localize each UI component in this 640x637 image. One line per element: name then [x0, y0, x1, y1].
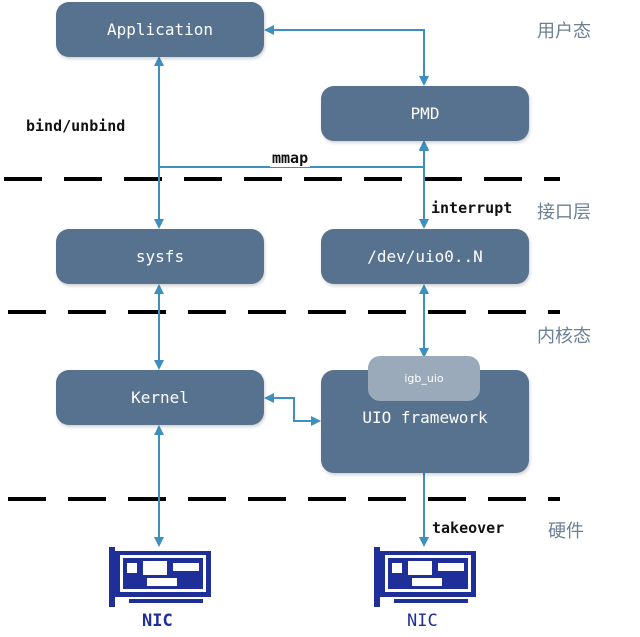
- arrow-application-pmd: [264, 25, 429, 86]
- nic-card-left-icon: [109, 547, 211, 607]
- layer-label-kernel: 内核态: [537, 326, 591, 347]
- uio-framework-label: UIO framework: [362, 408, 488, 427]
- nic-left-label: NIC: [142, 611, 173, 631]
- kernel-label: Kernel: [131, 388, 189, 407]
- layer-label-user: 用户态: [537, 21, 591, 42]
- bind-unbind-label: bind/unbind: [24, 117, 128, 135]
- pmd-label: PMD: [410, 104, 440, 123]
- igb-uio-label: igb_uio: [404, 372, 444, 385]
- layer-label-hardware: 硬件: [548, 521, 584, 542]
- nic-right-label: NIC: [407, 611, 438, 631]
- mmap-label: mmap: [270, 149, 311, 167]
- igb-uio-pill: igb_uio: [368, 356, 480, 401]
- sysfs-label: sysfs: [135, 247, 185, 266]
- devuio-box: /dev/uio0..N: [321, 229, 529, 284]
- devuio-label: /dev/uio0..N: [367, 247, 483, 266]
- sysfs-box: sysfs: [56, 229, 264, 284]
- application-box: Application: [56, 2, 264, 57]
- nic-card-right-icon: [374, 547, 476, 607]
- pmd-box: PMD: [321, 86, 529, 141]
- layer-label-interface: 接口层: [537, 202, 591, 223]
- takeover-label: takeover: [430, 519, 507, 537]
- application-label: Application: [107, 20, 213, 39]
- arrow-kernel-uio: [264, 393, 321, 426]
- kernel-box: Kernel: [56, 370, 264, 425]
- interrupt-label: interrupt: [429, 199, 515, 217]
